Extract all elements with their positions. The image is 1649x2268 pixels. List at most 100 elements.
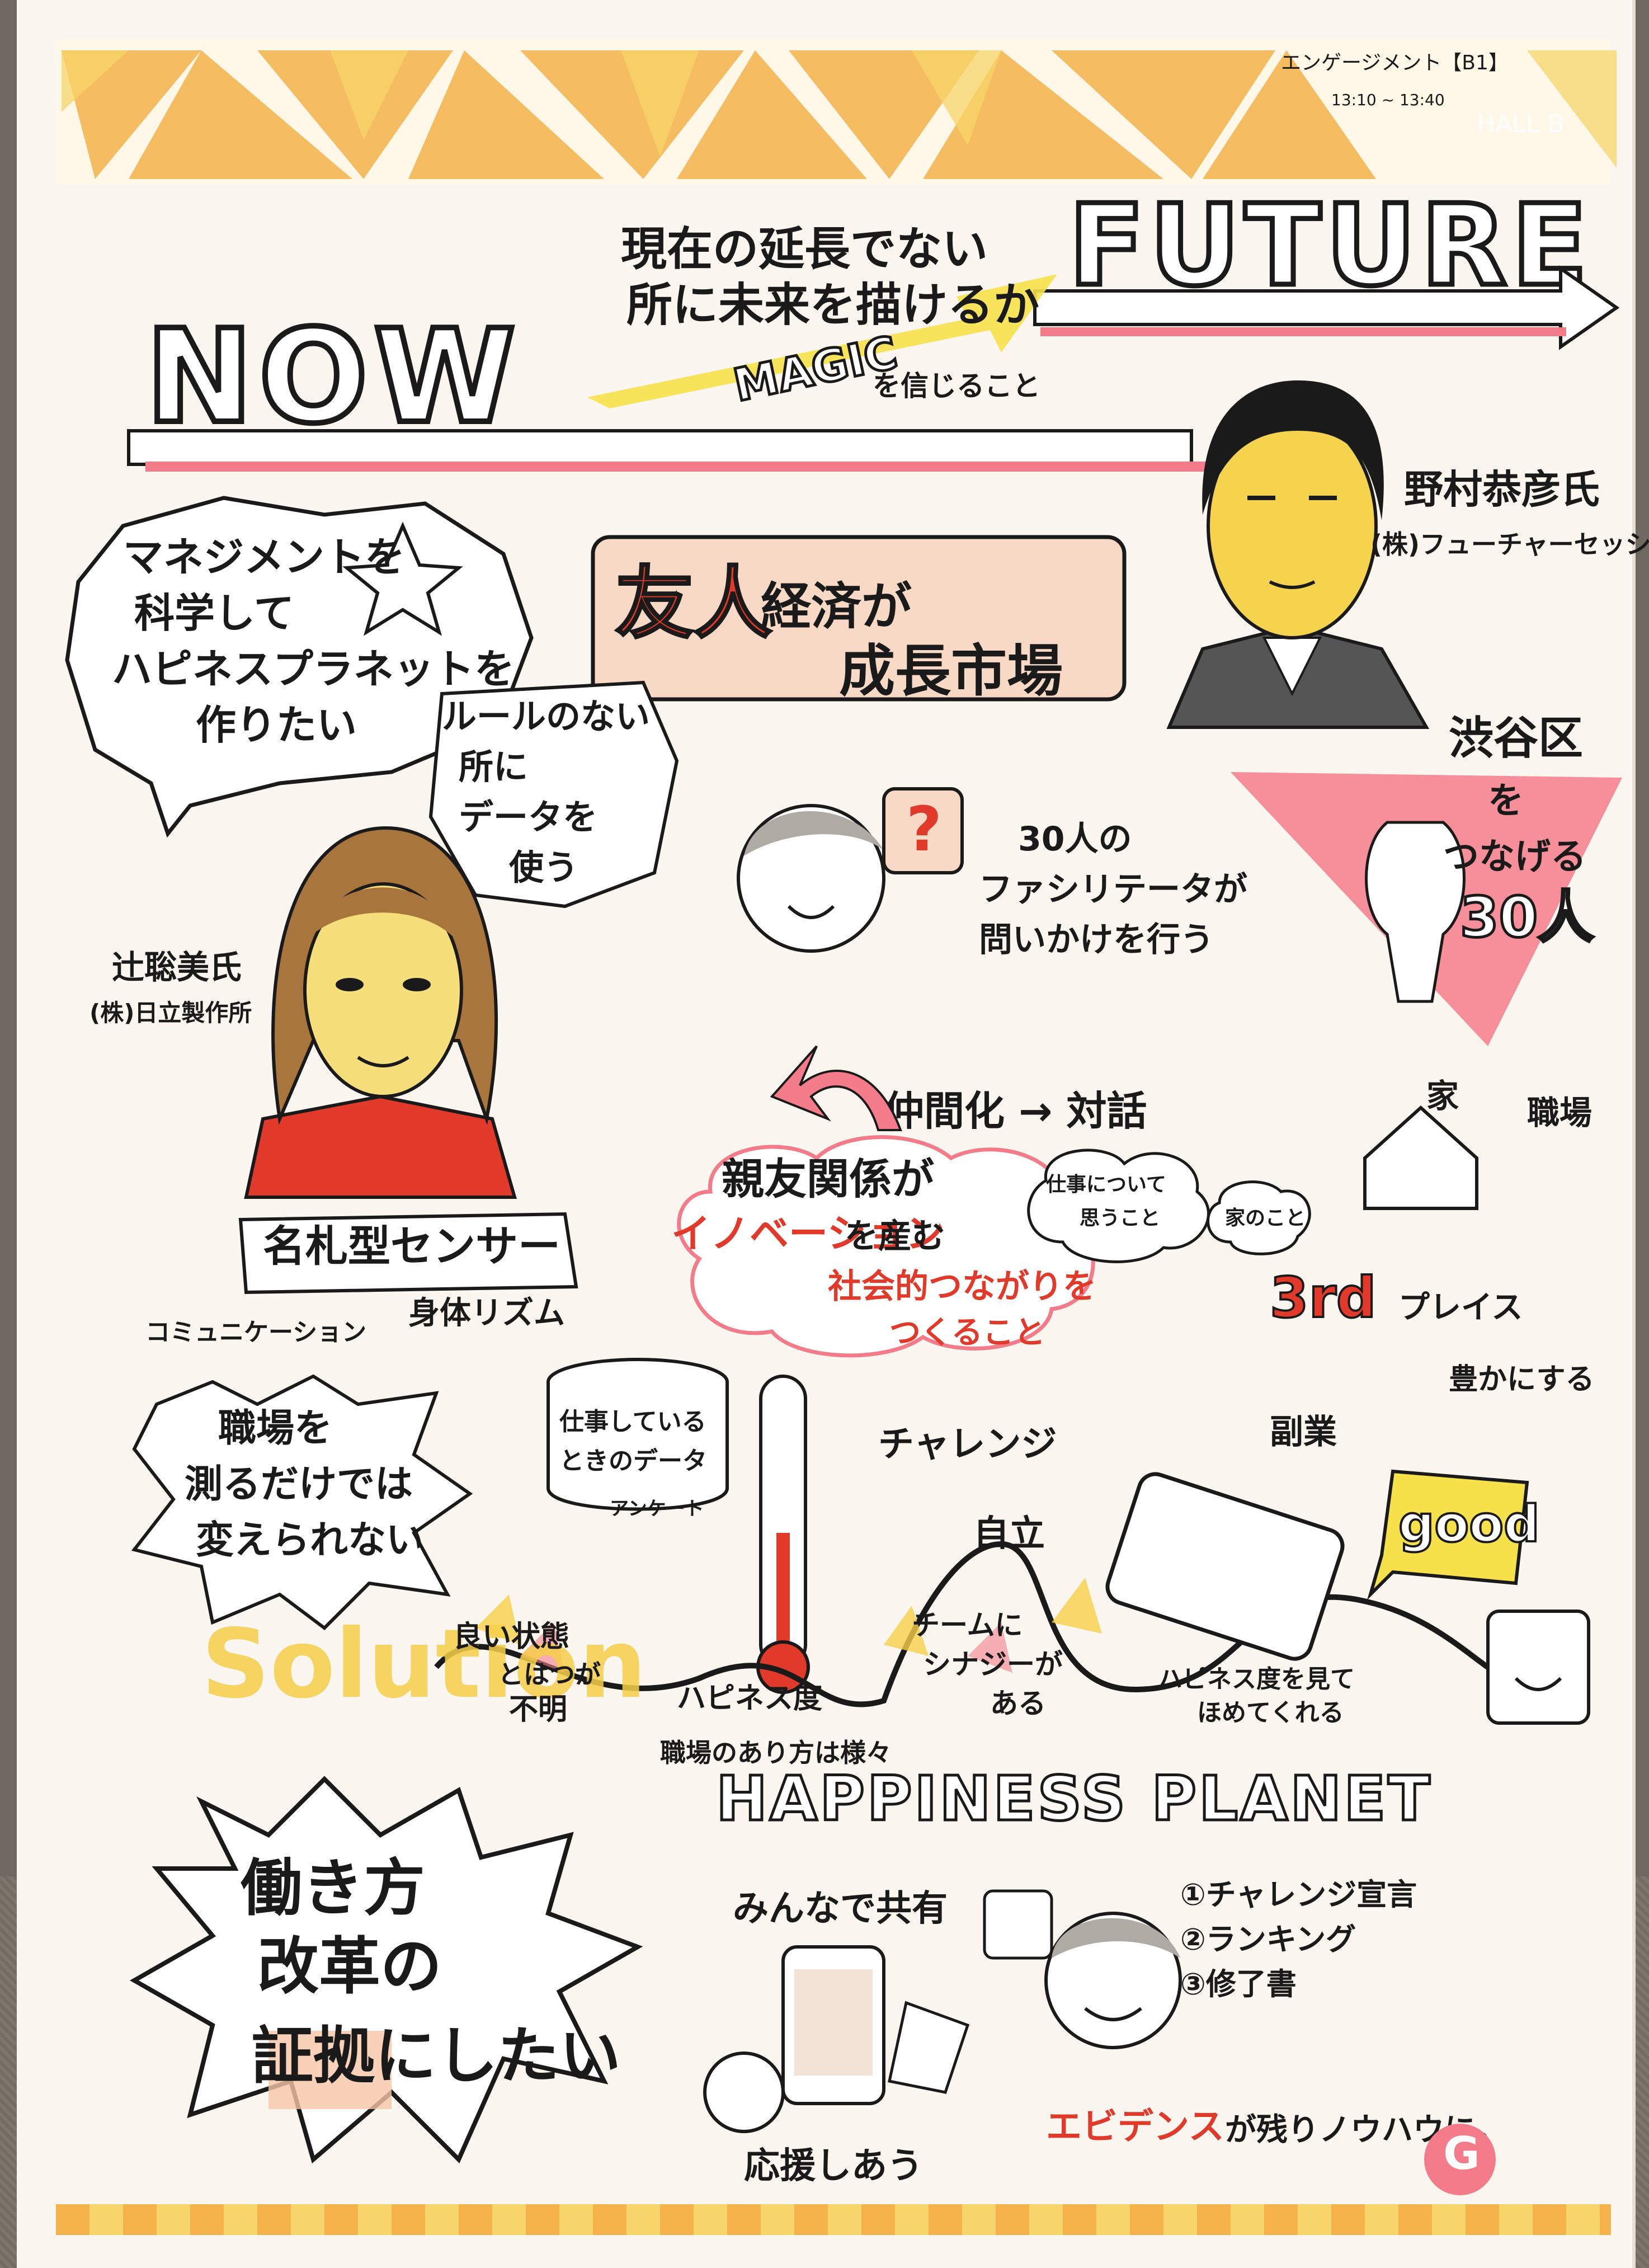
communication-label: コミュニケーション bbox=[145, 1318, 367, 1347]
shakai-text-2: つくること bbox=[889, 1315, 1045, 1351]
management-text-1: マネジメントを bbox=[123, 534, 406, 581]
hataraki-text-3: 証拠にしたい bbox=[252, 2020, 621, 2092]
future-title: FUTURE bbox=[1066, 181, 1593, 311]
no-rule-text-2: 所に bbox=[459, 746, 529, 787]
no-rule-text-4: 使う bbox=[509, 847, 579, 888]
survey-label: アンケート bbox=[610, 1498, 704, 1520]
good-text: good bbox=[1397, 1495, 1541, 1554]
speaker-2-company: (株)日立製作所 bbox=[89, 999, 252, 1027]
happiness-homete-1: ハピネス度を見て bbox=[1158, 1665, 1355, 1693]
hataraki-spiky-bubble bbox=[129, 1776, 643, 2164]
speaker-2-name: 辻聡美氏 bbox=[112, 948, 242, 986]
yoi-text-1: 良い状態 bbox=[453, 1620, 570, 1654]
subtitle-line-2: 所に未来を描けるか bbox=[626, 279, 1040, 332]
now-bar bbox=[127, 429, 1208, 472]
wave-path bbox=[434, 1541, 1557, 1707]
bottom-stripe bbox=[56, 2204, 1611, 2235]
shakai-text-1: 社会的つながりを bbox=[828, 1267, 1096, 1306]
shibuya-text-2: を bbox=[1488, 780, 1524, 822]
shigoto-data-text-2: ときのデータ bbox=[559, 1447, 707, 1475]
shigoto-text-1: 仕事について bbox=[1046, 1173, 1166, 1196]
nakama-dialogue: 仲間化 → 対話 bbox=[884, 1088, 1147, 1135]
team-text-2: シナジーが bbox=[923, 1648, 1063, 1681]
jiritsu-label: 自立 bbox=[973, 1513, 1045, 1555]
shibuya-text-4: 30人 bbox=[1458, 884, 1595, 950]
meifuda-text: 名札型センサー bbox=[263, 1221, 560, 1271]
tablet-icon bbox=[1105, 1472, 1345, 1661]
workplace-label: 職場 bbox=[1527, 1094, 1593, 1132]
shokuba-spiky-bubble bbox=[131, 1374, 473, 1630]
person-figure bbox=[983, 1889, 1182, 2049]
facilitator-figure: ? bbox=[737, 787, 964, 953]
list-item-2: ②ランキング bbox=[1180, 1922, 1356, 1957]
management-text-3: ハピネスプラネットを bbox=[112, 646, 515, 693]
speaker-1-portrait bbox=[1166, 380, 1430, 729]
data-cylinder bbox=[546, 1358, 729, 1511]
curved-arrow-icon bbox=[770, 1045, 902, 1131]
graphic-recording-board: エンゲージメント【B1】 13:10 ~ 13:40 HALL B NOW FU… bbox=[17, 0, 1649, 2268]
shibuya-triangle bbox=[1231, 772, 1622, 1046]
shokuba-text-2: 測るだけでは bbox=[185, 1462, 413, 1507]
magic-suffix: を信じること bbox=[873, 370, 1040, 402]
now-title: NOW bbox=[143, 303, 521, 452]
subtitle-line-1: 現在の延長でない bbox=[621, 223, 988, 276]
session-label: エンゲージメント【B1】 bbox=[1281, 51, 1509, 74]
no-rule-text-3: データを bbox=[459, 797, 598, 837]
solution-label: Solution bbox=[201, 1609, 647, 1720]
shokuba-text-3: 変えられない bbox=[196, 1518, 425, 1563]
magic-arrow bbox=[587, 274, 1057, 408]
hataraki-text-1: 働き方 bbox=[241, 1852, 425, 1924]
logo-text: G bbox=[1443, 2128, 1480, 2180]
smiley-figure bbox=[1486, 1610, 1590, 1725]
speaker-1-name: 野村恭彦氏 bbox=[1404, 467, 1600, 512]
team-text-3: ある bbox=[990, 1687, 1046, 1720]
facilitator-text-2: ファシリテータが bbox=[979, 870, 1247, 909]
no-rule-text-1: ルールのない bbox=[442, 696, 651, 737]
challenge-label: チャレンジ bbox=[878, 1424, 1057, 1465]
third-place-number: 3rd bbox=[1269, 1265, 1377, 1330]
shinyu-text-2: イノベーション bbox=[671, 1211, 945, 1257]
happiness-homete-2: ほめてくれる bbox=[1197, 1698, 1344, 1727]
management-bubble bbox=[65, 496, 534, 838]
happiness-planet-title: HAPPINESS PLANET bbox=[714, 1763, 1433, 1834]
session-time: 13:10 ~ 13:40 bbox=[1331, 91, 1445, 109]
phone-figure bbox=[703, 1945, 970, 2133]
facilitator-text-3: 問いかけを行う bbox=[979, 920, 1214, 959]
house-icon bbox=[1363, 1105, 1478, 1210]
good-bubble bbox=[1367, 1469, 1529, 1601]
shokuba-text-1: 職場を bbox=[218, 1406, 333, 1451]
shigoto-clouds bbox=[1027, 1149, 1311, 1263]
svg-text:?: ? bbox=[906, 793, 942, 865]
logo-badge bbox=[1424, 2124, 1496, 2195]
triangle-banner bbox=[56, 39, 1617, 185]
yutaka-label: 豊かにする bbox=[1449, 1363, 1595, 1396]
shinyu-text-1: 親友関係が bbox=[722, 1154, 934, 1204]
shibuya-text-3: つなげる bbox=[1443, 836, 1586, 878]
shinyu-text-3: を産む bbox=[845, 1217, 945, 1256]
meifuda-banner bbox=[238, 1212, 578, 1295]
happiness-degree-label: ハピネス度 bbox=[677, 1682, 823, 1715]
shigoto-text-2: 思うこと bbox=[1080, 1207, 1161, 1230]
yoi-text-3: 不明 bbox=[509, 1693, 568, 1726]
minna-label: みんなで共有 bbox=[733, 1888, 948, 1930]
friend-text-3: 成長市場 bbox=[839, 638, 1063, 704]
home-label: 家 bbox=[1426, 1077, 1459, 1115]
arikata-label: 職場のあり方は様々 bbox=[660, 1738, 892, 1768]
friend-economy-box bbox=[591, 535, 1127, 702]
future-arrow bbox=[1033, 265, 1620, 350]
no-rule-bubble bbox=[428, 680, 679, 909]
shigoto-data-text-1: 仕事している bbox=[559, 1408, 706, 1436]
friend-text-2: 経済が bbox=[761, 577, 912, 636]
management-text-4: 作りたい bbox=[196, 702, 357, 749]
facilitator-text-1: 30人の bbox=[1018, 820, 1132, 859]
rhythm-label: 身体リズム bbox=[408, 1295, 565, 1331]
ie-no-text: 家のこと bbox=[1225, 1207, 1306, 1230]
list-item-3: ③修了書 bbox=[1180, 1966, 1297, 2002]
speaker-1-company: (株)フューチャーセッションズ bbox=[1370, 529, 1649, 559]
hall-label: HALL B bbox=[1477, 110, 1565, 138]
hataraki-text-2: 改革の bbox=[257, 1931, 442, 2002]
team-text-1: チームに bbox=[912, 1609, 1023, 1641]
speaker-2-portrait bbox=[244, 826, 517, 1199]
shibuya-text-1: 渋谷区 bbox=[1449, 712, 1583, 764]
ouen-label: 応援しあう bbox=[744, 2145, 923, 2187]
